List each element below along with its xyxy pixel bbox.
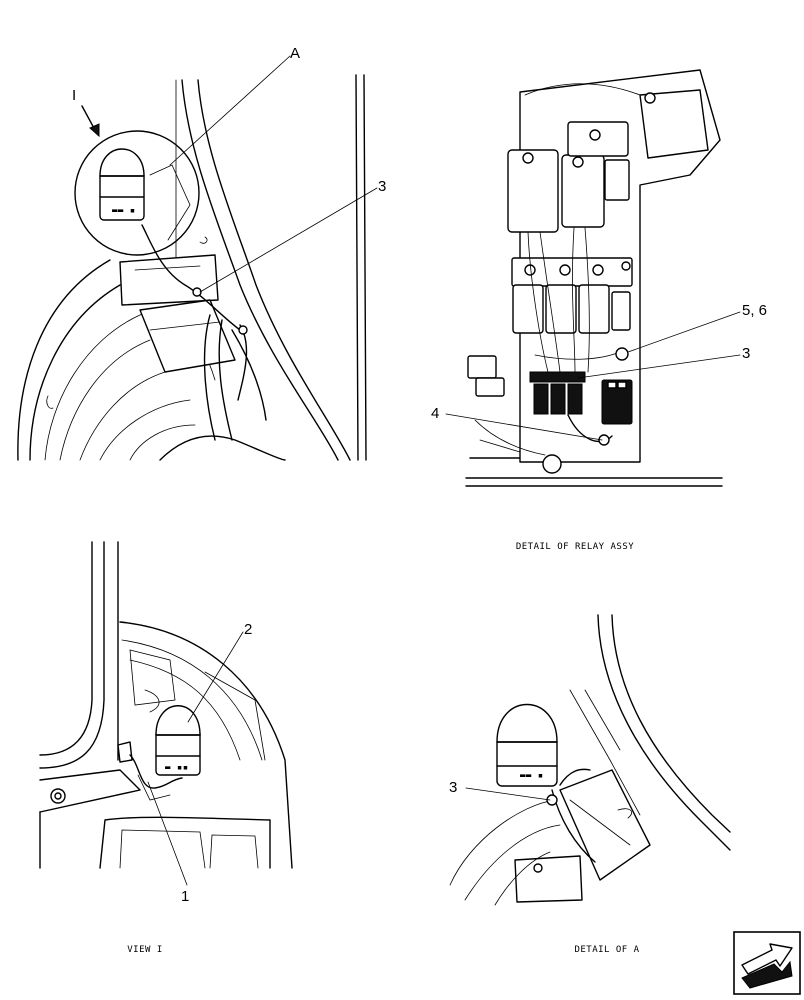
svg-text:▬▬ ▪: ▬▬ ▪: [112, 206, 136, 216]
callout-4: 4: [431, 405, 439, 422]
view-overall-install: ▬▬ ▪ A I 3: [17, 45, 386, 461]
caption-view-I: VIEW I: [127, 945, 163, 955]
callout-view-I: I: [72, 87, 76, 104]
svg-text:▬▬ ▪: ▬▬ ▪: [520, 771, 544, 781]
callout-3: 3: [742, 345, 750, 362]
callout-A: A: [290, 45, 300, 62]
callout-1: 1: [181, 888, 189, 905]
callout-3: 3: [378, 178, 386, 195]
view-detail-A: ▬▬ ▪ 3 DETAIL OF A: [449, 614, 731, 955]
callout-5-6: 5, 6: [742, 302, 767, 319]
caption-detail-A: DETAIL OF A: [574, 945, 639, 955]
callout-3: 3: [449, 779, 457, 796]
svg-text:▬ ▪▪: ▬ ▪▪: [165, 763, 189, 773]
view-I: ▬ ▪▪ 2 1 VIEW I: [39, 541, 293, 955]
next-page-arrow-icon[interactable]: [733, 931, 801, 995]
view-relay-assy: 5, 6 3 4 DETAIL OF RELAY ASSY: [431, 69, 767, 552]
callout-2: 2: [244, 621, 252, 638]
caption-relay-assy: DETAIL OF RELAY ASSY: [516, 542, 634, 552]
